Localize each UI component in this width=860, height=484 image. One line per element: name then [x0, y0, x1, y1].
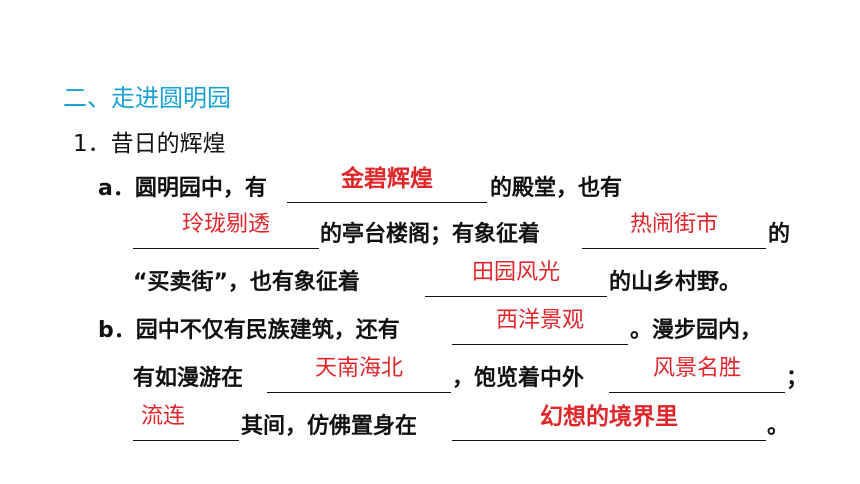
fill-blank: 田园风光: [425, 260, 607, 297]
fill-blank: 天南海北: [267, 356, 451, 393]
text-segment: 。: [767, 414, 790, 439]
fill-blank: 热闹街市: [582, 212, 766, 249]
answer-text: 金碧辉煌: [341, 166, 433, 192]
answer-text: 风景名胜: [652, 356, 741, 381]
answer-text: 西洋景观: [495, 308, 584, 333]
fill-blank: 流连: [133, 404, 239, 441]
answer-text: 幻想的境界里: [540, 404, 678, 430]
text-segment: ；: [786, 366, 809, 391]
text-segment: 其间，仿佛置身在: [241, 414, 418, 439]
answer-text: 天南海北: [314, 356, 403, 381]
subsection-heading: 1．昔日的辉煌: [73, 131, 226, 157]
text-segment: 的亭台楼阁；有象征着: [320, 222, 541, 247]
text-segment: ，饱览着中外: [452, 366, 585, 391]
fill-blank: 西洋景观: [452, 308, 628, 345]
fill-blank: 幻想的境界里: [452, 404, 766, 441]
fill-blank: 玲珑剔透: [133, 212, 319, 249]
fill-blank: 金碧辉煌: [287, 166, 487, 203]
text-segment: 。漫步园内，: [630, 318, 763, 343]
text-segment: 的山乡村野。: [609, 270, 742, 295]
answer-text: 热闹街市: [629, 212, 718, 237]
text-segment: 的殿堂，也有: [490, 176, 623, 201]
answer-text: 玲珑剔透: [181, 212, 270, 237]
section-title: 二、走进圆明园: [63, 84, 231, 112]
fill-blank: 风景名胜: [609, 356, 785, 393]
text-segment: 的: [768, 222, 791, 247]
answer-text: 流连: [140, 404, 185, 429]
text-segment: “买卖街”，也有象征着: [133, 270, 360, 295]
text-segment: 有如漫游在: [133, 366, 244, 391]
text-segment: a．圆明园中，有: [98, 176, 267, 201]
answer-text: 田园风光: [471, 260, 560, 285]
text-segment: b．园中不仅有民族建筑，还有: [98, 318, 400, 343]
